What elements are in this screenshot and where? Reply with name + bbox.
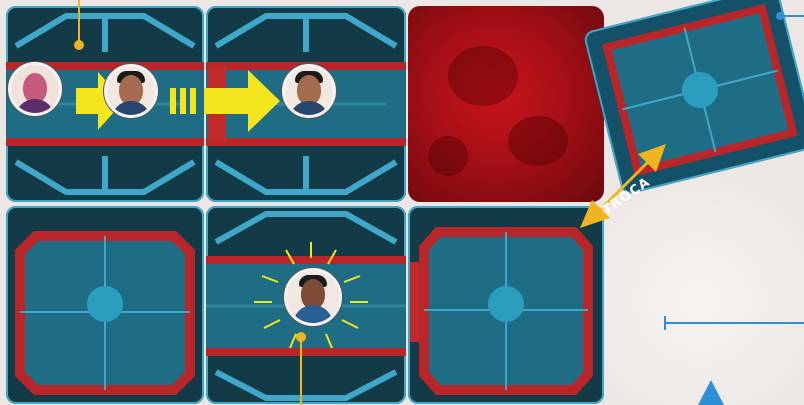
character-token-end[interactable] [282, 64, 336, 118]
leader-line-bottom [300, 336, 302, 405]
guide-arrow-icon [698, 380, 724, 405]
character-token-start[interactable] [104, 64, 158, 118]
guide-line-tick [664, 316, 666, 330]
leader-line-top [78, 0, 80, 44]
guide-line-top-right [782, 15, 804, 17]
character-token-center[interactable] [284, 268, 342, 326]
leader-dot-bottom [296, 332, 306, 342]
character-token-pink[interactable] [8, 62, 62, 116]
room-tile-bottom-left [6, 206, 204, 404]
guide-line-horizontal [664, 322, 804, 324]
room-tile-art [6, 206, 204, 404]
leader-dot-top [74, 40, 84, 50]
move-arrow-dashed [170, 70, 290, 132]
swap-arrow [572, 140, 672, 236]
